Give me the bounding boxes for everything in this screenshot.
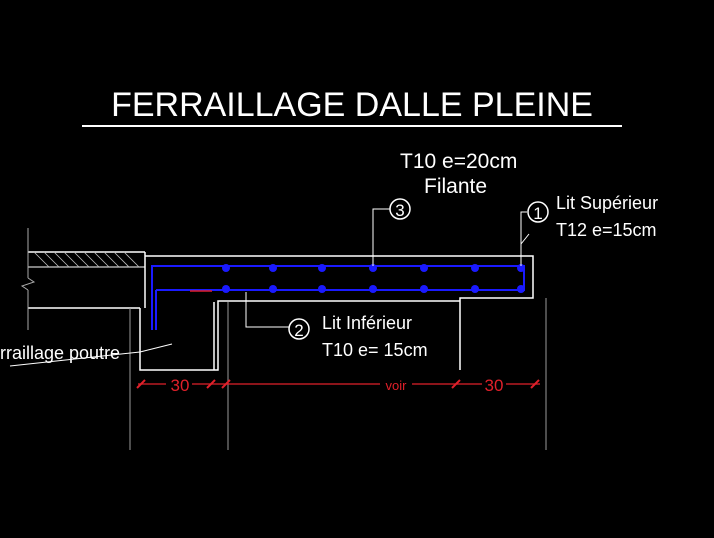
dim-right-support: 30 [485, 376, 504, 395]
slab-hatch [33, 251, 140, 268]
leader-lit-inferieur [245, 292, 289, 328]
marker-filante: 3 [389, 198, 411, 220]
rebar-dot [318, 285, 326, 293]
rebar-dot [471, 285, 479, 293]
filante-label: Filante [424, 175, 487, 198]
leader-filante [372, 208, 390, 266]
rebar-sections [222, 264, 525, 293]
poutre-label: rraillage poutre [0, 343, 120, 363]
rebar-dot [471, 264, 479, 272]
dimension-line: 30 voir 30 [136, 376, 540, 395]
rebar-dot [222, 264, 230, 272]
leader-lit-superieur [520, 211, 527, 266]
lit-inferieur-label: Lit Inférieur [322, 313, 412, 333]
dim-span: voir [386, 378, 408, 393]
rebar-dot [420, 264, 428, 272]
rebar-dot [318, 264, 326, 272]
leader-lines [9, 208, 527, 367]
rebar-dot [517, 285, 525, 293]
marker-lit-superieur-number: 1 [533, 204, 542, 223]
lit-inferieur-spec: T10 e= 15cm [322, 340, 428, 360]
slab-outline [139, 252, 534, 371]
marker-lit-inferieur-number: 2 [294, 321, 303, 340]
rebar-dot [269, 264, 277, 272]
tick-mark [520, 233, 530, 245]
rebar-dot [369, 285, 377, 293]
dim-left-support: 30 [171, 376, 190, 395]
grid-lines [129, 298, 547, 450]
rebar-dot [517, 264, 525, 272]
lit-superieur-label: Lit Supérieur [556, 193, 658, 213]
rebar-dot [269, 285, 277, 293]
adjacent-slab [20, 228, 145, 330]
leader-poutre [9, 343, 173, 367]
marker-lit-superieur: 1 [527, 201, 549, 223]
rebar-dot [369, 264, 377, 272]
rebar-dot [420, 285, 428, 293]
filante-spec: T10 e=20cm [400, 150, 517, 173]
marker-filante-number: 3 [395, 201, 404, 220]
drawing-title: FERRAILLAGE DALLE PLEINE [111, 86, 593, 124]
lit-superieur-spec: T12 e=15cm [556, 220, 657, 240]
marker-lit-inferieur: 2 [288, 318, 310, 340]
rebar-dot [222, 285, 230, 293]
